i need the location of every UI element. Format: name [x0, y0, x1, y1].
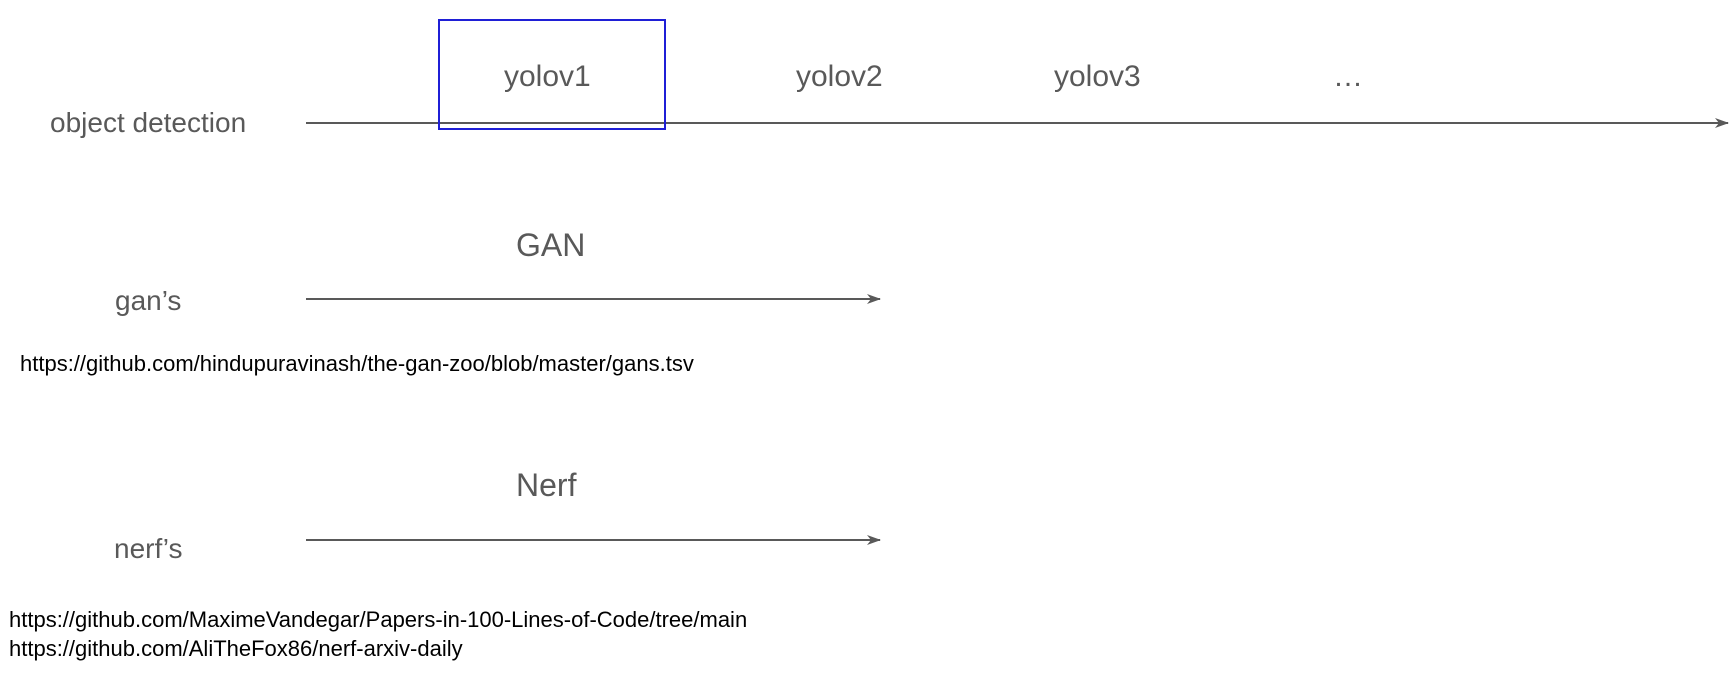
yolov2-label: yolov2 — [796, 60, 883, 93]
yolov1-label: yolov1 — [504, 60, 591, 93]
yolov1-highlight-box — [438, 19, 666, 130]
gan-label: GAN — [516, 227, 586, 263]
nerfs-label: nerf’s — [114, 533, 183, 564]
ellipsis-label: … — [1333, 60, 1363, 93]
papers-in-100-lines-link[interactable]: https://github.com/MaximeVandegar/Papers… — [9, 607, 748, 632]
yolov3-label: yolov3 — [1054, 60, 1141, 93]
nerf-arxiv-daily-link[interactable]: https://github.com/AliTheFox86/nerf-arxi… — [9, 636, 463, 661]
nerf-label: Nerf — [516, 467, 577, 503]
gans-label: gan’s — [115, 285, 182, 316]
object-detection-label: object detection — [50, 107, 247, 138]
gan-zoo-link[interactable]: https://github.com/hindupuravinash/the-g… — [20, 351, 694, 376]
